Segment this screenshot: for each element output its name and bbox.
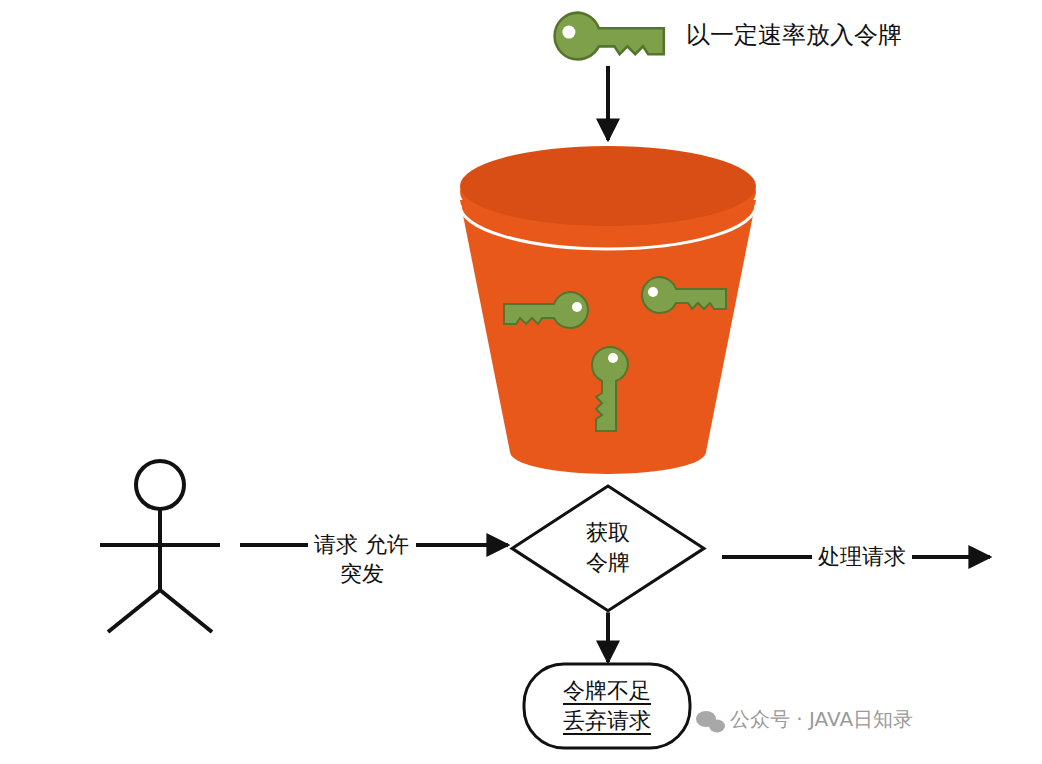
text-label: 请求 允许突发 xyxy=(308,531,417,588)
text-label: 处理请求 xyxy=(812,543,912,572)
decision-diamond: 获取 令牌 xyxy=(510,484,706,613)
text-label: 以一定速率放入令牌 xyxy=(686,20,902,51)
flow-arrow xyxy=(606,612,610,662)
wechat-icon xyxy=(696,711,725,733)
watermark: 公众号 · JAVA日知录 xyxy=(730,706,913,732)
user-figure xyxy=(100,461,220,632)
fill-arrow xyxy=(606,66,610,140)
node-text: 令牌不足 丢弃请求 xyxy=(559,676,656,735)
diamond-outline xyxy=(510,484,706,613)
box-outline xyxy=(522,662,692,750)
node-text: 获取 令牌 xyxy=(583,518,634,577)
terminal-box: 令牌不足 丢弃请求 xyxy=(522,662,692,750)
token-key xyxy=(555,13,664,60)
token-bucket xyxy=(460,146,756,474)
